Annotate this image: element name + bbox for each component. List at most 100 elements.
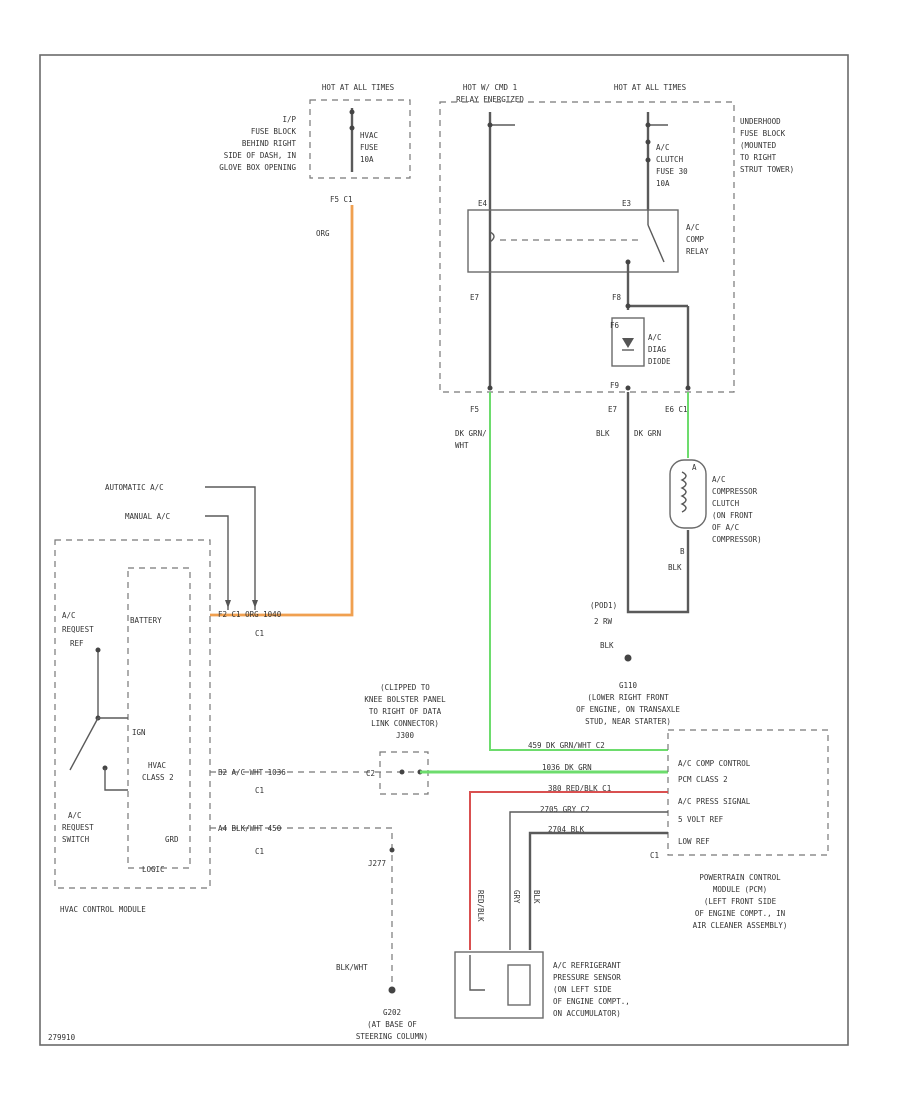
svg-text:10A: 10A <box>360 155 374 164</box>
blk-label-2: BLK <box>668 563 682 572</box>
svg-text:MODULE (PCM): MODULE (PCM) <box>713 885 767 894</box>
svg-text:LOW REF: LOW REF <box>678 837 710 846</box>
logic-section-outline <box>127 567 191 869</box>
splice-dot <box>645 122 651 128</box>
svg-text:A/C: A/C <box>62 611 76 620</box>
svg-text:A/C: A/C <box>648 333 662 342</box>
fuse-terminal <box>645 139 651 145</box>
switch-output-wire <box>104 768 128 791</box>
hvac-control-module-label: HVAC CONTROL MODULE <box>60 905 146 914</box>
svg-text:COMPRESSOR: COMPRESSOR <box>712 487 758 496</box>
svg-text:OF ENGINE, ON TRANSAXLE: OF ENGINE, ON TRANSAXLE <box>576 705 680 714</box>
svg-text:A/C: A/C <box>656 143 670 152</box>
splice-dot <box>487 122 493 128</box>
ground-g110-icon <box>624 654 632 662</box>
svg-text:5 VOLT REF: 5 VOLT REF <box>678 815 724 824</box>
g110-label: G110 <box>619 681 638 690</box>
pin-e6-c1-label: E6 C1 <box>665 405 688 414</box>
automatic-ac-leader <box>205 486 256 610</box>
svg-text:STUD, NEAR STARTER): STUD, NEAR STARTER) <box>585 717 671 726</box>
page-id-label: 279910 <box>48 1033 76 1042</box>
svg-text:UNDERHOOD: UNDERHOOD <box>740 117 781 126</box>
svg-text:DK GRN/: DK GRN/ <box>455 429 487 438</box>
svg-text:REF: REF <box>70 639 84 648</box>
svg-text:A/C REFRIGERANT: A/C REFRIGERANT <box>553 961 621 970</box>
svg-text:A/C: A/C <box>712 475 726 484</box>
pcm-wire2-label: 1036 DK GRN <box>542 763 592 772</box>
svg-text:(LOWER RIGHT FRONT: (LOWER RIGHT FRONT <box>587 693 669 702</box>
ac-request-ref-label: A/C REQUEST REF <box>62 611 94 648</box>
pcm-wire4-label: 2705 GRY C2 <box>540 805 590 814</box>
ac-comp-relay-box <box>467 209 679 273</box>
svg-text:COMP: COMP <box>686 235 705 244</box>
svg-text:LINK CONNECTOR): LINK CONNECTOR) <box>371 719 439 728</box>
svg-text:A/C PRESS SIGNAL: A/C PRESS SIGNAL <box>678 797 751 806</box>
svg-text:TO RIGHT: TO RIGHT <box>740 153 777 162</box>
arrow-icon <box>252 600 258 608</box>
svg-text:OF ENGINE COMPT., IN: OF ENGINE COMPT., IN <box>695 909 785 918</box>
ground-g202-icon <box>388 986 396 994</box>
pin-f8: F8 <box>612 293 622 302</box>
svg-text:CLASS 2: CLASS 2 <box>142 773 174 782</box>
manual-ac-label: MANUAL A/C <box>125 512 170 521</box>
relay-switch-contact <box>647 224 665 263</box>
svg-text:HOT W/ CMD 1: HOT W/ CMD 1 <box>463 83 517 92</box>
svg-text:(CLIPPED TO: (CLIPPED TO <box>380 683 430 692</box>
svg-text:STEERING COLUMN): STEERING COLUMN) <box>356 1032 428 1041</box>
connector-dot <box>625 385 631 391</box>
pin-e4: E4 <box>478 199 488 208</box>
svg-text:OF ENGINE COMPT.,: OF ENGINE COMPT., <box>553 997 630 1006</box>
grd-label: GRD <box>165 835 179 844</box>
blk-low-ref-wire <box>528 831 668 950</box>
svg-text:BEHIND RIGHT: BEHIND RIGHT <box>242 139 297 148</box>
hot-relay-label: HOT W/ CMD 1 RELAY ENERGIZED <box>456 83 524 104</box>
svg-text:G202: G202 <box>383 1008 401 1017</box>
switch-terminal <box>95 647 101 653</box>
pcm-c1-label: C1 <box>650 851 659 860</box>
svg-text:STRUT TOWER): STRUT TOWER) <box>740 165 794 174</box>
g202-label: G202 (AT BASE OF STEERING COLUMN) <box>356 1008 428 1041</box>
svg-text:CLUTCH: CLUTCH <box>656 155 684 164</box>
svg-text:FUSE BLOCK: FUSE BLOCK <box>251 127 297 136</box>
org-wire-label: ORG <box>316 229 330 238</box>
green-wire-relay-to-pcm <box>489 392 668 751</box>
svg-text:(AT BASE OF: (AT BASE OF <box>367 1020 417 1029</box>
ip-fuse-block-label: I/P FUSE BLOCK BEHIND RIGHT SIDE OF DASH… <box>219 115 296 172</box>
svg-text:COMPRESSOR): COMPRESSOR) <box>712 535 762 544</box>
ground-wire-blk <box>626 392 690 614</box>
logic-label: LOGIC <box>142 865 165 874</box>
hvac-control-module-outline <box>54 539 211 889</box>
svg-text:HVAC: HVAC <box>148 761 166 770</box>
svg-text:(POD1): (POD1) <box>590 601 617 610</box>
svg-text:DIODE: DIODE <box>648 357 671 366</box>
svg-text:KNEE BOLSTER PANEL: KNEE BOLSTER PANEL <box>364 695 446 704</box>
svg-text:REQUEST: REQUEST <box>62 625 94 634</box>
ac-refrigerant-label: A/C REFRIGERANT PRESSURE SENSOR (ON LEFT… <box>553 961 630 1018</box>
svg-text:(LEFT FRONT SIDE: (LEFT FRONT SIDE <box>704 897 777 906</box>
fuse-terminal-bottom <box>349 125 355 131</box>
battery-label: BATTERY <box>130 616 162 625</box>
pin-e7-label: E7 <box>608 405 617 414</box>
blk-vert-label: BLK <box>532 890 541 904</box>
clutch-coil-icon <box>680 471 687 513</box>
hvac-fuse-label: HVAC FUSE 10A <box>360 131 379 164</box>
svg-text:CLUTCH: CLUTCH <box>712 499 740 508</box>
ac-pressure-sensor-box <box>454 951 544 1019</box>
diagram-frame <box>39 54 849 1046</box>
gry-5v-ref-wire <box>509 811 668 950</box>
ac-request-switch-label: A/C REQUEST SWITCH <box>62 811 94 844</box>
ac-diode-box <box>611 317 645 367</box>
blk-label-1: BLK <box>596 429 610 438</box>
ip-connector-label: F5 C1 <box>330 195 353 204</box>
svg-text:A/C: A/C <box>686 223 700 232</box>
row3-conn-label: C1 <box>255 847 264 856</box>
connector-dot <box>487 385 493 391</box>
diode-icon <box>622 338 634 348</box>
row1-conn-label: C1 <box>255 629 264 638</box>
ac-compressor-clutch-coil <box>669 459 707 529</box>
splice-dot <box>625 303 631 309</box>
ground-wire-dashed <box>210 827 393 985</box>
svg-text:10A: 10A <box>656 179 670 188</box>
splice-dot <box>389 847 395 853</box>
